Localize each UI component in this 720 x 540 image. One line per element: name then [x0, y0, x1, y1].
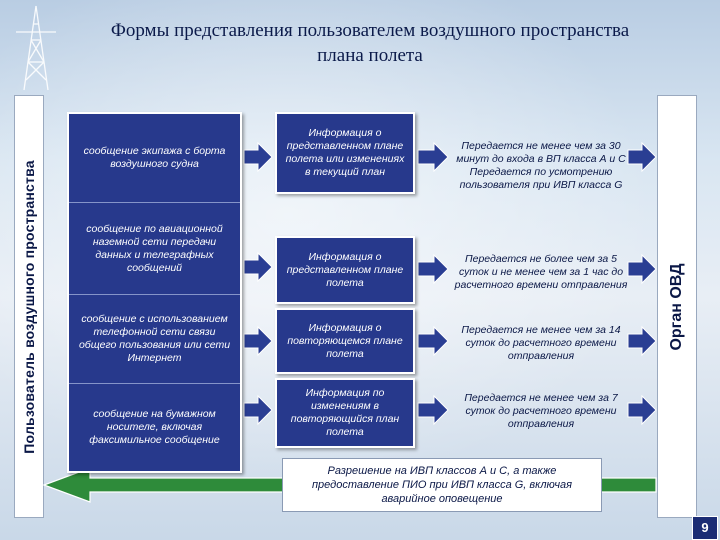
- condition-5-days: Передается не более чем за 5 суток и не …: [454, 252, 628, 291]
- arrow-info-to-condition-1: [417, 141, 449, 173]
- arrow-condition-to-atc-3: [627, 325, 657, 357]
- radio-tower-icon: [16, 5, 56, 91]
- condition-14-days: Передается не менее чем за 14 суток до р…: [461, 323, 621, 362]
- condition-30-minutes: Передается не менее чем за 30 минут до в…: [456, 140, 626, 191]
- separator: [69, 383, 240, 384]
- atc-unit-panel: Орган ОВД: [657, 95, 697, 518]
- separator: [69, 294, 240, 295]
- info-box-repetitive-plan: Информация о повторяющемся плане полета: [275, 308, 415, 374]
- condition-7-days: Передается не менее чем за 7 суток до ра…: [464, 391, 618, 430]
- separator: [69, 202, 240, 203]
- info-box-current-plan: Информация о представленном плане полета…: [275, 112, 415, 194]
- arrow-source-to-info-4: [243, 394, 273, 426]
- airspace-user-panel: Пользователь воздушного пространства: [14, 95, 44, 518]
- source-onboard-message: сообщение экипажа с борта воздушного суд…: [83, 145, 226, 170]
- arrow-source-to-info-2: [243, 251, 273, 283]
- page-number: 9: [692, 516, 718, 540]
- permission-box: Разрешение на ИВП классов А и С, а также…: [282, 458, 602, 512]
- page-title: Формы представления пользователем воздуш…: [110, 20, 630, 66]
- sources-column: сообщение экипажа с борта воздушного суд…: [67, 112, 242, 473]
- arrow-condition-to-atc-1: [627, 141, 657, 173]
- source-aeronautical-network-message: сообщение по авиационной наземной сети п…: [86, 222, 223, 274]
- source-phone-internet-message: сообщение с использованием телефонной се…: [78, 313, 231, 364]
- source-paper-fax-message: сообщение на бумажном носителе, включая …: [89, 408, 220, 446]
- arrow-source-to-info-3: [243, 325, 273, 357]
- info-box-submitted-plan: Информация о представленном плане полета: [275, 236, 415, 304]
- arrow-info-to-condition-4: [417, 394, 449, 426]
- info-box-repetitive-plan-changes: Информация по изменениям в повторяющийся…: [275, 378, 415, 448]
- arrow-info-to-condition-2: [417, 253, 449, 285]
- arrow-condition-to-atc-4: [627, 394, 657, 426]
- arrow-condition-to-atc-2: [627, 253, 657, 285]
- arrow-info-to-condition-3: [417, 325, 449, 357]
- arrow-source-to-info-1: [243, 141, 273, 173]
